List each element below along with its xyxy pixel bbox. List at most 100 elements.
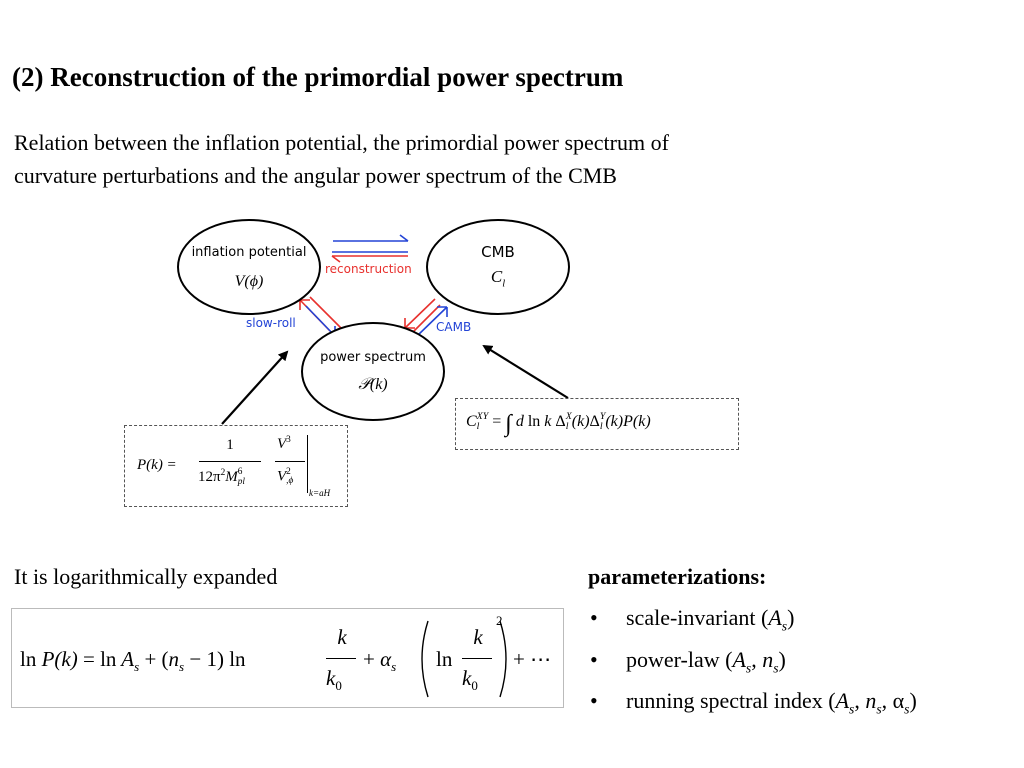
- inflation-potential-label: inflation potential: [191, 245, 307, 260]
- param-item-3-sep: ,: [854, 688, 866, 713]
- exp-alpha: α: [380, 647, 392, 671]
- exp-n-sub: s: [179, 659, 185, 675]
- inflation-potential-symbol: V(ϕ): [234, 273, 264, 290]
- pk-v-den-scripts: 2,ϕ: [286, 467, 293, 487]
- param-item-2-n-sub: s: [773, 660, 779, 676]
- reconstruction-label: reconstruction: [325, 262, 412, 276]
- cmb-symbol-c: C: [490, 267, 503, 286]
- param-item-2-sep: ,: [751, 647, 763, 672]
- exp-paren-open: (: [161, 647, 169, 671]
- cl-integral: ∫: [505, 411, 512, 437]
- description-line-1: Relation between the inflation potential…: [14, 130, 669, 155]
- red-reconstruction-arrow: [331, 255, 408, 263]
- cmb-symbol: Cl: [428, 267, 568, 289]
- exp-a-sub: s: [134, 659, 140, 675]
- bullet-3: •: [590, 688, 598, 713]
- param-item-3-text: running spectral index (: [626, 688, 836, 713]
- pk-v-fraction-bar: [275, 461, 305, 462]
- exp-frac1-den: k0: [326, 666, 342, 694]
- expansion-formula: ln P(k) = ln As + (ns − 1) ln: [20, 647, 246, 675]
- pointer-arrow-left: [221, 350, 289, 425]
- param-item-2-text: power-law (: [626, 647, 733, 672]
- exp-a: A: [121, 647, 135, 671]
- blue-camb-arrow: [415, 306, 448, 338]
- slow-roll-label: slow-roll: [246, 316, 296, 330]
- exp-ln-4: ln: [436, 647, 453, 671]
- exp-alpha-term: + αs: [363, 647, 396, 675]
- pk-den-12pi: 12π: [198, 469, 221, 485]
- cl-k: k: [544, 413, 552, 430]
- exp-frac1-bar: [326, 658, 356, 659]
- bullet-2: •: [590, 647, 598, 672]
- param-item-1-text: scale-invariant (: [626, 605, 769, 630]
- exp-plus-1: +: [144, 647, 157, 671]
- exp-pk: P(k): [41, 647, 78, 671]
- exp-n: n: [168, 647, 180, 671]
- pk-formula-num: 1: [226, 437, 234, 453]
- blue-forward-arrow: [333, 234, 409, 242]
- param-item-scale-invariant: • scale-invariant (As): [588, 605, 794, 634]
- param-item-3-n: n: [865, 688, 877, 713]
- exp-ln-2: ln: [100, 647, 117, 671]
- pk-den-m: M: [225, 469, 238, 485]
- param-item-1-a-sub: s: [781, 618, 788, 634]
- expansion-heading: It is logarithmically expanded: [14, 564, 278, 589]
- parameterizations-list: parameterizations: • scale-invariant (As…: [588, 564, 1018, 724]
- cl-c-sub: l: [476, 421, 480, 433]
- inflation-potential-node: inflation potential V(ϕ): [177, 219, 321, 315]
- param-item-3-alpha: α: [892, 688, 905, 713]
- pk-v-den-sup: 2: [286, 467, 291, 477]
- slide-description: Relation between the inflation potential…: [14, 126, 1014, 192]
- exp-ln-1: ln: [20, 647, 37, 671]
- slide-title: (2) Reconstruction of the primordial pow…: [12, 62, 624, 92]
- exp-frac1-den-k: k: [326, 666, 336, 690]
- pk-formula-lhs: P(k) =: [137, 457, 177, 473]
- param-item-2-close: ): [778, 647, 786, 672]
- pk-v-num-sup: 3: [286, 435, 291, 445]
- exp-frac2-den-k: k: [462, 666, 472, 690]
- exp-frac1-den-sub: 0: [335, 678, 342, 694]
- param-item-3-a-sub: s: [849, 701, 855, 717]
- cl-arg-2: (k): [605, 413, 624, 430]
- camb-label: CAMB: [436, 320, 472, 334]
- cl-d: d: [515, 413, 524, 430]
- param-item-1-close: ): [787, 605, 795, 630]
- pointer-arrow-right: [482, 344, 569, 399]
- cl-delta-x-sub: l: [565, 421, 569, 433]
- cl-arg-1: (k): [571, 413, 590, 430]
- bullet-1: •: [590, 605, 598, 630]
- pk-eval-bar: [307, 435, 308, 493]
- cl-eq: =: [492, 413, 502, 430]
- param-item-2-a: A: [732, 647, 746, 672]
- exp-frac2-den: k0: [462, 666, 478, 694]
- pk-eval-at: k=aH: [309, 488, 331, 498]
- exp-frac2-den-sub: 0: [471, 678, 478, 694]
- exp-minus-one: − 1): [189, 647, 224, 671]
- exp-frac2-num: k: [473, 625, 483, 649]
- param-item-1-a: A: [768, 605, 782, 630]
- exp-alpha-sub: s: [391, 659, 397, 675]
- param-item-3-n-sub: s: [876, 701, 882, 717]
- reconstruction-arrows: [331, 234, 409, 263]
- parameterizations-heading: parameterizations:: [588, 564, 767, 589]
- param-item-running: • running spectral index (As, ns, αs): [588, 688, 917, 717]
- exp-big-parens: [421, 620, 507, 698]
- cl-c: C: [466, 413, 477, 430]
- param-item-2-a-sub: s: [745, 660, 752, 676]
- pk-den-m-sup: 6: [237, 467, 243, 478]
- param-item-3-a: A: [835, 688, 850, 713]
- pk-fraction-bar: [199, 461, 261, 462]
- pk-v-den-v: V: [277, 468, 287, 485]
- cl-delta-y: Δ: [589, 413, 600, 430]
- cl-delta-y-sub: l: [599, 421, 603, 433]
- exp-frac2-bar: [462, 658, 492, 659]
- cl-ln: ln: [527, 413, 541, 430]
